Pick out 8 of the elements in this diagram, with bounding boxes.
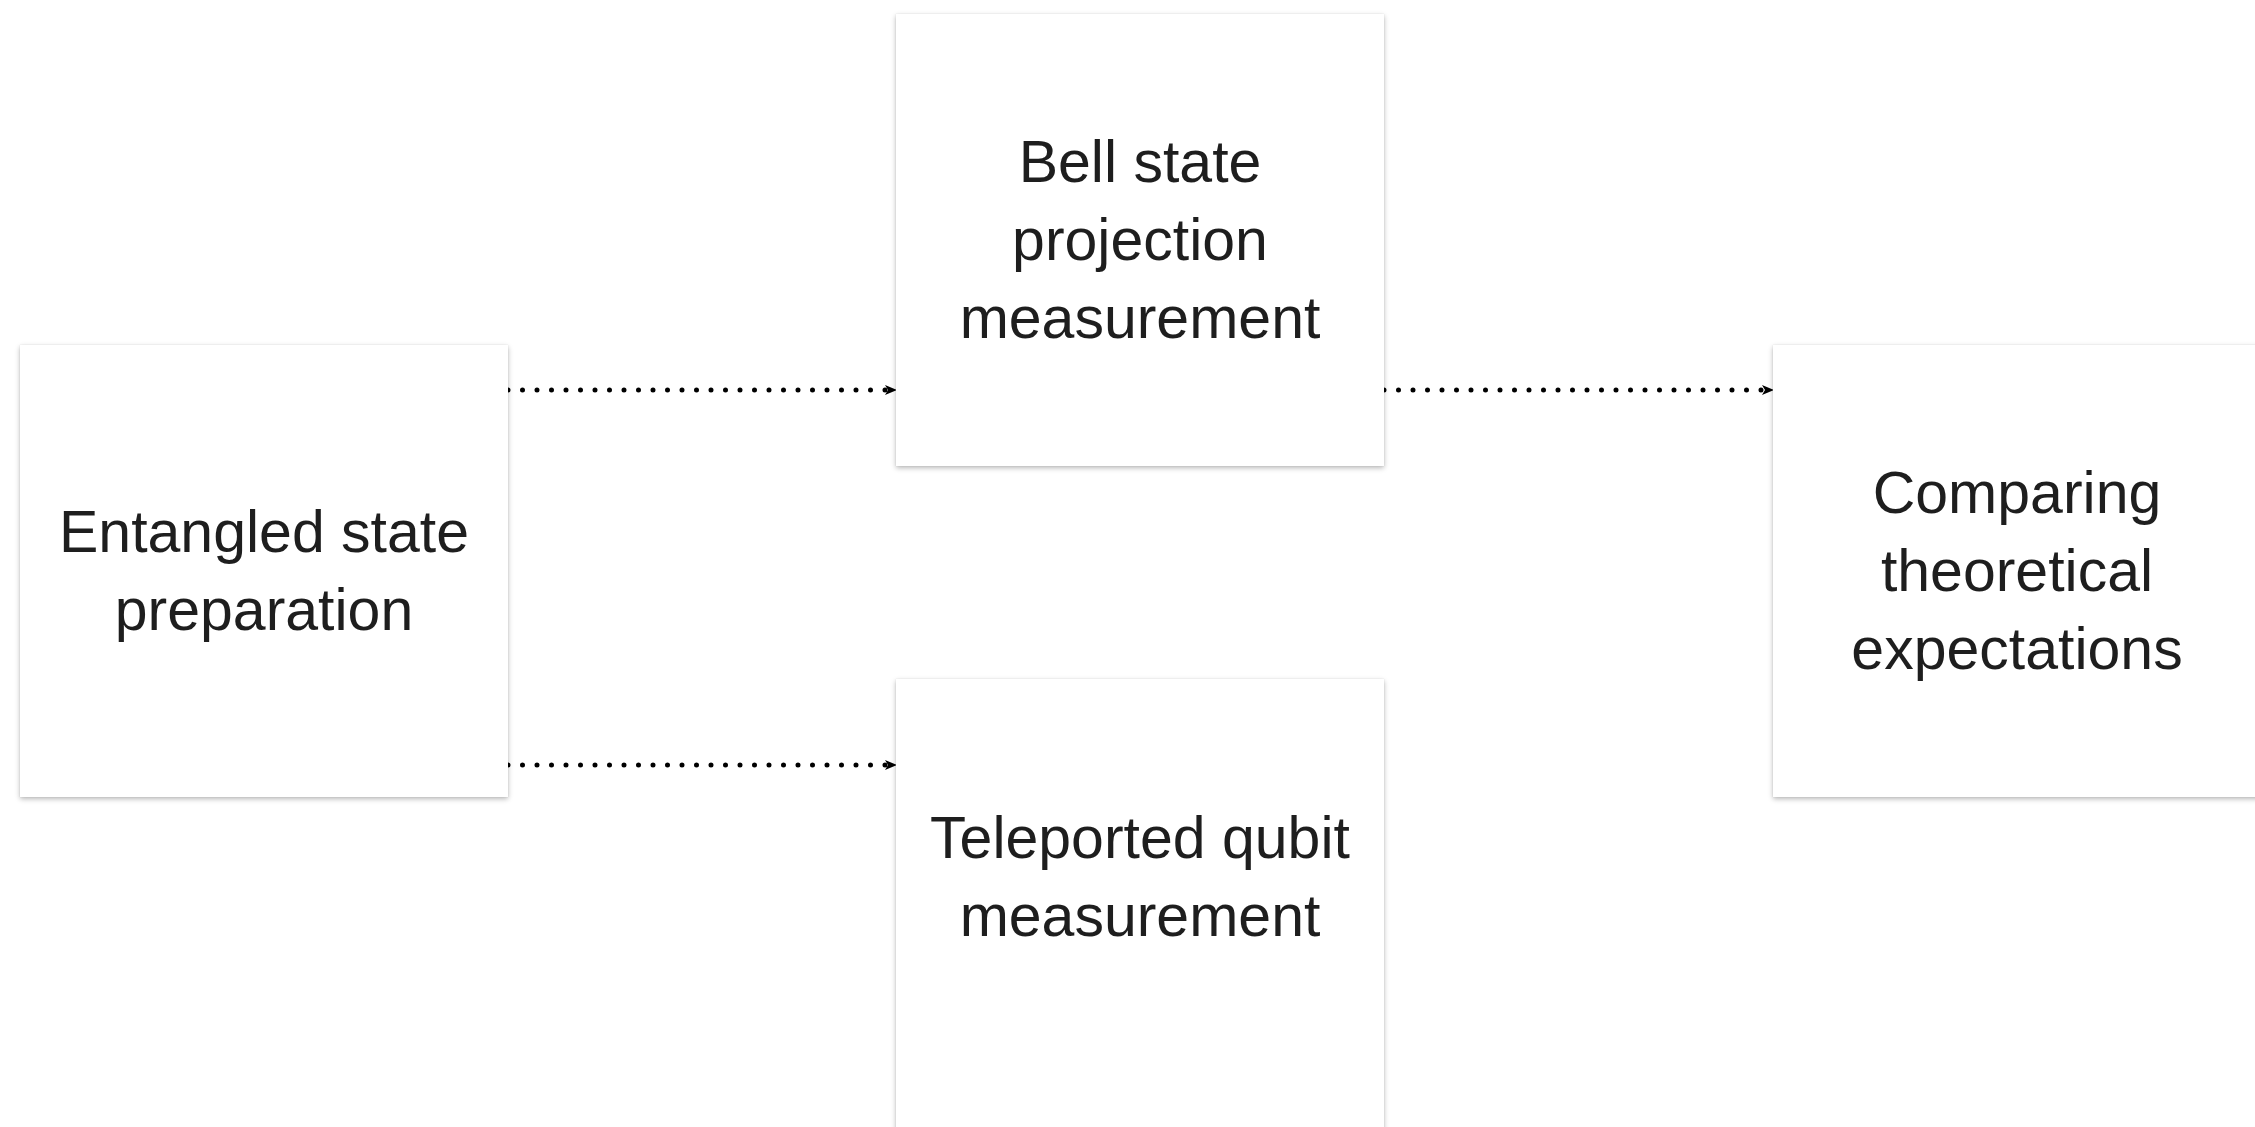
process-box — [896, 679, 1384, 1127]
process-box — [20, 345, 508, 797]
box-label: Bell state projection measurement — [958, 128, 1322, 353]
process-box — [896, 14, 1384, 466]
process-box — [1773, 345, 2255, 797]
box-label: Teleported qubit measurement — [929, 804, 1351, 951]
box-label: Comparing theoretical expectations — [1850, 459, 2184, 684]
box-label: Entangled state preparation — [57, 498, 470, 645]
